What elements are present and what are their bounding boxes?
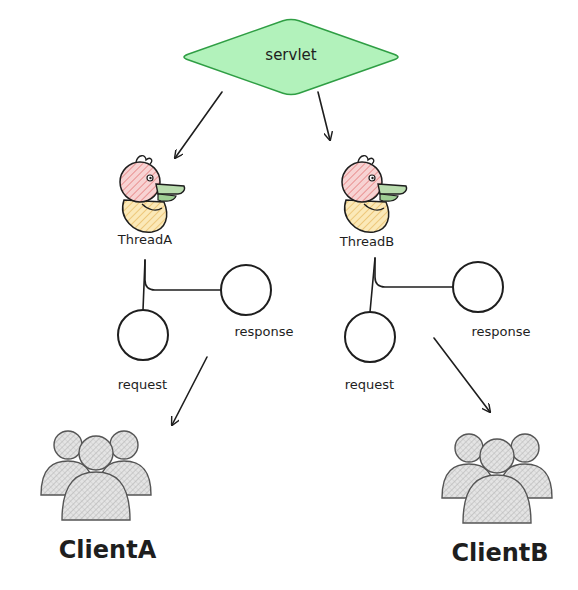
client-node: ClientB: [440, 430, 560, 565]
node-label: ThreadA: [100, 232, 190, 248]
circle-shape: [118, 310, 168, 360]
node-label: response: [219, 324, 309, 340]
node-label: request: [322, 377, 417, 393]
node-label: ClientA: [45, 536, 170, 565]
connector-line: [370, 258, 375, 312]
client-node: ClientA: [45, 428, 170, 563]
thread-node: ThreadA: [100, 145, 190, 260]
request-circle: request: [322, 310, 417, 398]
thread-node: ThreadB: [322, 145, 412, 260]
connector-arrow: [175, 92, 222, 158]
servlet-diamond: servlet: [180, 18, 402, 96]
node-label: response: [451, 324, 551, 340]
circle-shape: [221, 265, 271, 315]
response-circle: response: [451, 260, 551, 345]
connector-arrow: [318, 92, 330, 140]
circle-shape: [453, 262, 503, 312]
response-circle: response: [219, 263, 309, 345]
thread-icon: [120, 156, 185, 232]
circle-shape: [345, 312, 395, 362]
connector-arrow: [172, 357, 207, 425]
request-circle: request: [95, 308, 190, 396]
thread-icon: [342, 156, 407, 232]
node-label: servlet: [180, 46, 402, 64]
connector-line: [375, 258, 453, 287]
client-icon: [442, 434, 552, 523]
client-icon: [41, 431, 151, 520]
connector-arrow: [434, 338, 490, 412]
node-label: request: [95, 377, 190, 393]
node-label: ClientB: [440, 539, 560, 568]
node-label: ThreadB: [322, 234, 412, 250]
connector-line: [143, 260, 145, 310]
connector-line: [145, 260, 221, 290]
